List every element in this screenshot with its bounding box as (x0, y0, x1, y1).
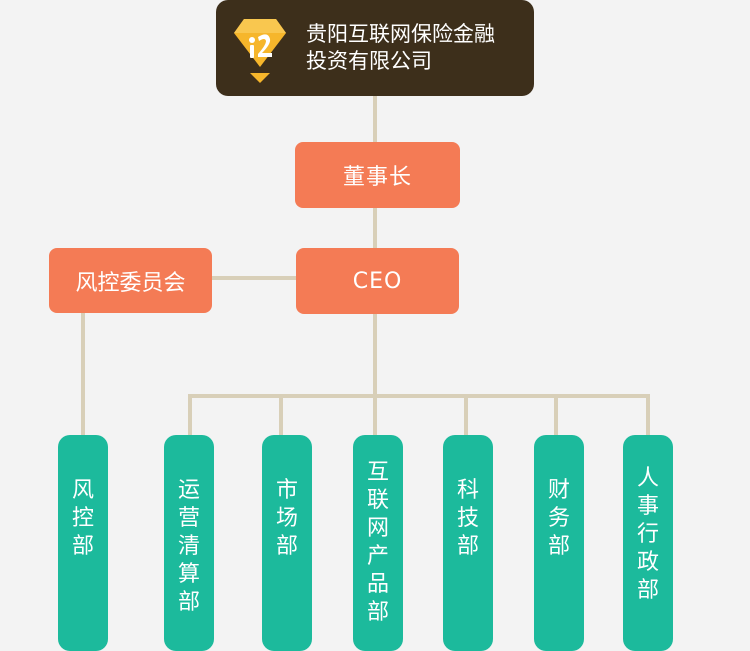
dept-operations-clearing: 运营清算部 (164, 435, 214, 651)
diamond-logo-icon (234, 19, 286, 83)
company-name-line2: 投资有限公司 (306, 49, 432, 73)
connector-risk-dept (81, 313, 85, 435)
connector-board-ceo (373, 208, 377, 248)
dept-finance: 财务部 (534, 435, 584, 651)
connector-ceo-bus (373, 314, 377, 394)
connector-drop-3 (373, 394, 377, 435)
connector-drop-4 (464, 394, 468, 435)
connector-top-board (373, 96, 377, 142)
connector-bus (188, 394, 650, 398)
dept-risk-label: 风控部 (71, 478, 94, 559)
company-name-line1: 贵阳互联网保险金融 (306, 22, 495, 46)
dept-marketing: 市场部 (262, 435, 312, 651)
dept-marketing-label: 市场部 (275, 478, 298, 559)
dept-technology-label: 科技部 (456, 478, 479, 559)
dept-operations-clearing-label: 运营清算部 (177, 478, 200, 615)
board-node: 董事长 (295, 142, 460, 208)
connector-drop-2 (279, 394, 283, 435)
company-node: 贵阳互联网保险金融 投资有限公司 (216, 0, 534, 96)
dept-technology: 科技部 (443, 435, 493, 651)
connector-drop-5 (554, 394, 558, 435)
dept-hr-admin: 人事行政部 (623, 435, 673, 651)
connector-ceo-risk (211, 276, 297, 280)
dept-finance-label: 财务部 (547, 478, 570, 559)
company-name: 贵阳互联网保险金融 投资有限公司 (306, 21, 495, 75)
dept-internet-product: 互联网产品部 (353, 435, 403, 651)
ceo-node: CEO (296, 248, 459, 314)
dept-risk: 风控部 (58, 435, 108, 651)
dept-hr-admin-label: 人事行政部 (636, 466, 659, 603)
connector-drop-6 (646, 394, 650, 435)
dept-internet-product-label: 互联网产品部 (366, 460, 389, 625)
risk-committee-node: 风控委员会 (49, 248, 212, 313)
connector-drop-1 (188, 394, 192, 435)
